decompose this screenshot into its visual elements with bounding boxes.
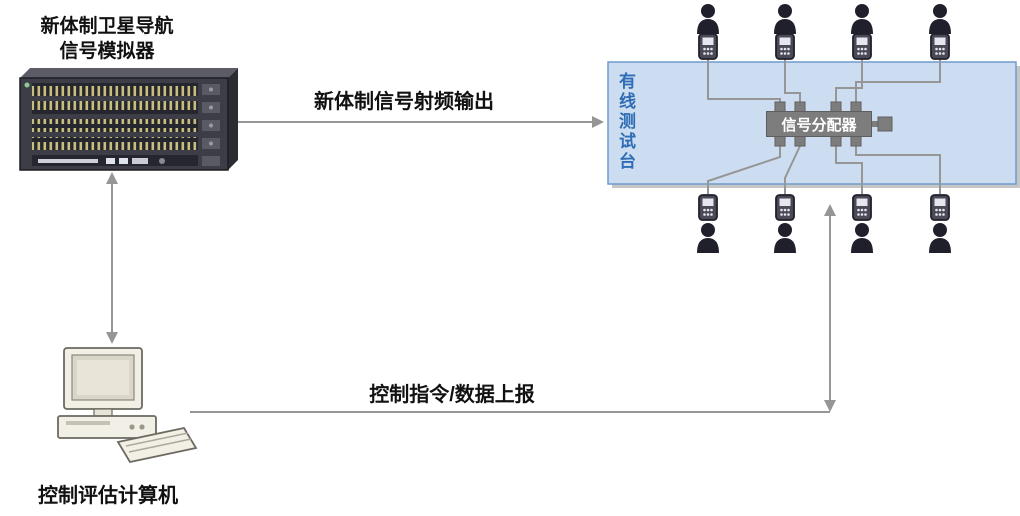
control-link-label: 控制指令/数据上报 — [369, 384, 535, 406]
rack-io-port — [132, 158, 148, 164]
bottom-link-3 — [835, 146, 863, 194]
person-icon — [697, 4, 719, 34]
rack-io-port — [119, 158, 128, 164]
sim-pc-down-arrowhead — [106, 332, 118, 344]
monitor-screen-glare — [77, 360, 129, 395]
phone-icon — [930, 194, 950, 221]
dist-right-nub — [872, 121, 878, 127]
reset-button — [139, 424, 145, 430]
rf-output-label: 新体制信号射频输出 — [314, 91, 494, 113]
receiver-links — [707, 59, 941, 194]
top-link-1 — [707, 59, 781, 102]
rack-row-screw — [209, 141, 213, 146]
dist-stub-bottom-1 — [774, 135, 786, 147]
simulator-label-line1: 新体制卫星导航 — [40, 16, 174, 37]
control-link-arrow — [190, 204, 836, 413]
dist-stub-bottom-3 — [830, 135, 842, 147]
sim-pc-up-arrowhead — [106, 172, 118, 184]
power-button — [129, 424, 135, 430]
phone-icon — [698, 194, 718, 221]
rack-row-leds — [32, 119, 198, 132]
rack-row-leds — [32, 83, 198, 96]
rack-io-port — [106, 158, 115, 164]
bottom-link-2 — [784, 145, 801, 194]
top-receivers — [697, 4, 951, 60]
person-icon — [851, 4, 873, 34]
bottom-link-4 — [855, 146, 941, 194]
phone-icon — [852, 33, 872, 60]
rack-row-leds — [32, 137, 198, 150]
keyboard-keys-row — [125, 432, 189, 447]
phone-icon — [775, 33, 795, 60]
signal-simulator-rack — [19, 68, 238, 171]
control-computer — [57, 347, 198, 464]
test-bench-label: 有线测试台 — [616, 72, 635, 172]
control-down-arrowhead — [824, 400, 836, 412]
rack-row-leds — [32, 101, 198, 114]
person-icon — [774, 223, 796, 253]
dist-stub-bottom-4 — [850, 135, 862, 147]
rack-io-knob — [159, 158, 165, 164]
top-link-4 — [855, 59, 941, 102]
bottom-receivers — [697, 194, 951, 253]
person-icon — [774, 4, 796, 34]
person-icon — [929, 223, 951, 253]
rack-row-screw — [209, 105, 213, 110]
person-icon — [929, 4, 951, 34]
power-led — [24, 82, 30, 88]
drive-slot — [66, 421, 110, 425]
phone-icon — [930, 33, 950, 60]
person-icon — [851, 223, 873, 253]
simulator-computer-link-arrow — [106, 172, 118, 344]
keyboard — [116, 426, 198, 464]
rack-row-screw — [209, 123, 213, 128]
person-icon — [697, 223, 719, 253]
rack-side-face — [228, 68, 238, 170]
bottom-link-1 — [707, 146, 781, 194]
signal-distributor-box: 信号分配器 — [766, 111, 872, 137]
phone-icon — [698, 33, 718, 60]
keyboard-keys-row — [128, 438, 192, 453]
phone-icon — [775, 194, 795, 221]
rf-output-arrow — [232, 116, 604, 128]
dist-stub-bottom-2 — [794, 135, 806, 147]
top-link-2 — [784, 59, 801, 102]
simulator-label: 新体制卫星导航 信号模拟器 — [0, 14, 214, 64]
rack-row-handle — [202, 156, 220, 166]
rf-arrowhead — [592, 116, 604, 128]
rack-top-face — [20, 68, 238, 78]
control-up-arrowhead — [824, 204, 836, 216]
monitor-neck — [93, 408, 113, 417]
simulator-label-line2: 信号模拟器 — [59, 41, 155, 63]
dist-right-terminator — [877, 116, 893, 132]
rack-io-slot — [38, 159, 98, 163]
computer-label: 控制评估计算机 — [38, 485, 178, 507]
top-link-3 — [835, 59, 863, 102]
rack-row-screw — [209, 87, 213, 92]
phone-icon — [852, 194, 872, 221]
